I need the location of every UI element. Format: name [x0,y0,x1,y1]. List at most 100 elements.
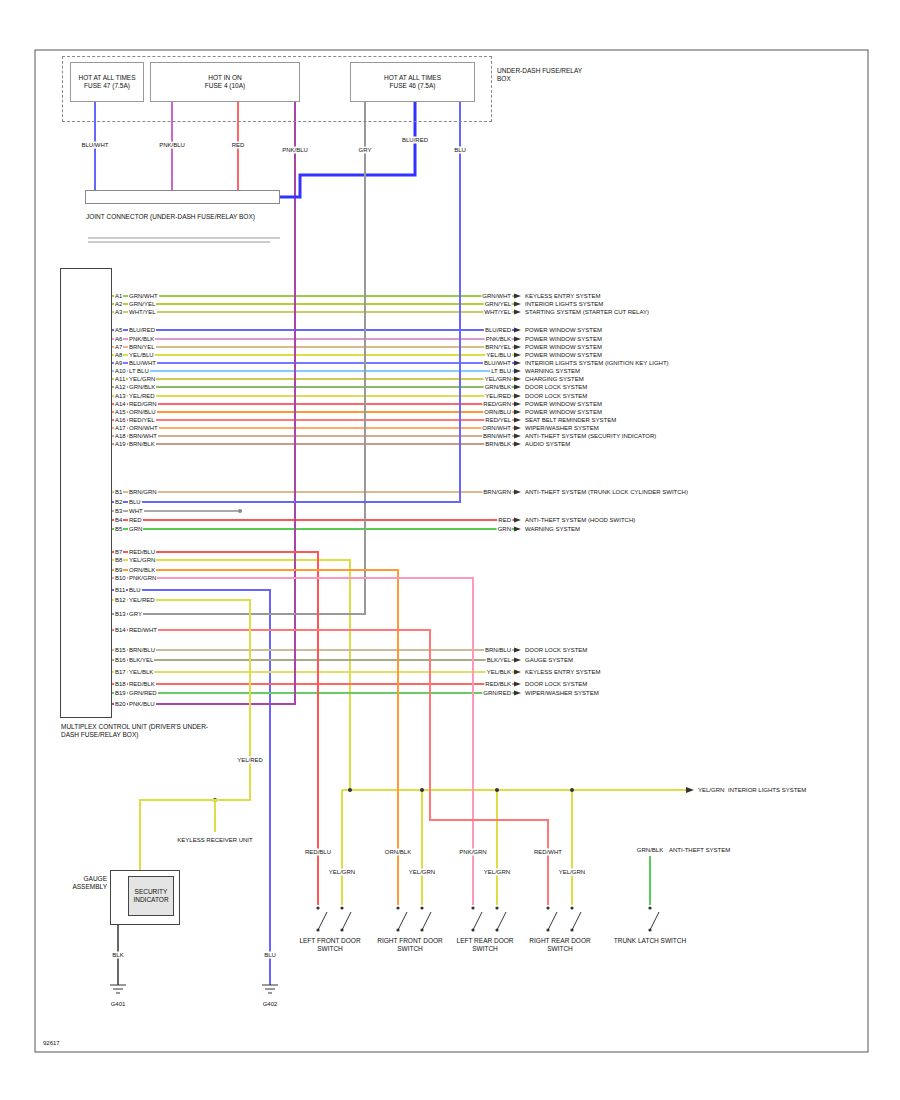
switch-lever [650,912,659,930]
wire-color: BRN/YEL [128,344,156,351]
pin-number: B1 [114,489,123,496]
wire-color: ORN/BLK [384,849,412,856]
wire [112,427,514,429]
switch-lever [473,912,482,930]
wire-color: GRN/YEL [484,301,512,308]
arrowhead [514,490,521,495]
node-text: HOT IN ON [208,74,241,82]
pin-number: B11 [114,587,126,594]
wire [112,403,514,405]
wire-color: YEL/BLU [128,352,155,359]
control-unit: MULTIPLEX CONTROL UNIT (DRIVER'S UNDER-D… [60,268,112,718]
wire-color: GRN [497,526,512,533]
text-holder: HOT AT ALL TIMESFUSE 47 (7.5A) [71,63,143,101]
pin-number: B9 [114,567,123,574]
pin-number: B14 [114,627,127,634]
wire-color: YEL/GRN [128,557,156,564]
wire-color: GRN [128,526,143,533]
arrowhead [514,426,521,431]
fuse: HOT IN ONFUSE 4 (10A) [150,62,300,102]
arrowhead [514,345,521,350]
arrowhead [514,385,521,390]
arrowhead [514,369,521,374]
switch-symbol [625,905,675,933]
wire-color: BLK/YEL [486,657,512,664]
gauge-assembly: GAUGE ASSEMBLYSECURITY INDICATOR [110,870,180,925]
wire-color: BLU [453,147,467,154]
pin-number: B19 [114,690,127,697]
pin-number: A17 [114,425,127,432]
door-switch: LEFT FRONT DOOR SWITCH [300,905,360,933]
wire-color: BLU/RED [401,137,429,144]
wire-color: ORN/WHT [128,425,159,432]
arrowhead [514,394,521,399]
ground-symbol [262,985,278,993]
wire-color: BLU/RED [484,327,512,334]
arrowhead [514,310,521,315]
arrowhead [514,658,521,663]
node-text: FUSE 46 (7.5A) [390,82,436,90]
wire-color: GRN/WHT [481,293,512,300]
wire-color: BLU/WHT [128,360,157,367]
connector-line [88,242,270,243]
pin-number: B4 [114,517,123,524]
wire [112,443,514,445]
wire-color: YEL/RED [128,393,156,400]
wire-color: YEL/GRN [697,787,725,794]
wire-connector [280,102,415,197]
system-name: INTERIOR LIGHTS SYSTEM [727,787,807,794]
wire-color: WHT [128,508,144,515]
wire [112,329,514,331]
wire-color: PNK/BLK [485,336,512,343]
arrowhead [514,294,521,299]
arrowhead [514,648,521,653]
node-text: FUSE 4 (10A) [205,82,245,90]
system-name: DOOR LOCK SYSTEM [524,681,588,688]
system-name: ANTI-THEFT SYSTEM (SECURITY INDICATOR) [524,433,657,440]
pin-number: A2 [114,301,123,308]
text-holder: LEFT FRONT DOOR SWITCH [293,937,367,953]
figure-number: 92617 [42,1040,61,1047]
switch-symbol [530,905,590,933]
splice-dot [570,788,574,792]
wire-color: GRN/BLK [484,384,512,391]
component-name: KEYLESS RECEIVER UNIT [176,837,253,844]
wire-color: YEL/BLK [486,669,512,676]
contact [471,906,474,909]
wire-color: BRN/GRN [482,489,512,496]
wire-color: RED [231,142,246,149]
door-switch: RIGHT FRONT DOOR SWITCH [380,905,440,933]
arrowhead [514,442,521,447]
joint-connector: JOINT CONNECTOR (UNDER-DASH FUSE/RELAY B… [85,190,280,204]
text-holder: LEFT REAR DOOR SWITCH [448,937,522,953]
switch-symbol [300,905,360,933]
wire-connector [112,570,398,905]
wire-color: RED/WHT [128,627,158,634]
pin-number: B8 [114,557,123,564]
node-text: FUSE 47 (7.5A) [84,82,130,90]
switch-lever [572,912,581,930]
splice-dot [420,788,424,792]
system-name: AUDIO SYSTEM [524,441,571,448]
contact [648,906,651,909]
switch-symbol [455,905,515,933]
pin-number: B18 [114,681,127,688]
text-holder: JOINT CONNECTOR (UNDER-DASH FUSE/RELAY B… [86,213,281,221]
contact [570,906,573,909]
system-name: KEYLESS ENTRY SYSTEM [524,293,601,300]
arrowhead [514,410,521,415]
wire-connector [112,578,473,905]
arrowhead [514,302,521,307]
system-name: POWER WINDOW SYSTEM [524,327,603,334]
wire-color: YEL/BLK [128,669,154,676]
wire [112,295,514,297]
splice-dot [238,509,242,513]
wire-color: YEL/RED [236,757,264,764]
pin-number: B3 [114,508,123,515]
wire [112,303,514,305]
node-text: HOT AT ALL TIMES [78,74,135,82]
pin-number: A15 [114,409,127,416]
arrowhead [514,691,521,696]
wire-color: BLK [111,952,124,959]
wire-color: YEL/RED [484,393,512,400]
